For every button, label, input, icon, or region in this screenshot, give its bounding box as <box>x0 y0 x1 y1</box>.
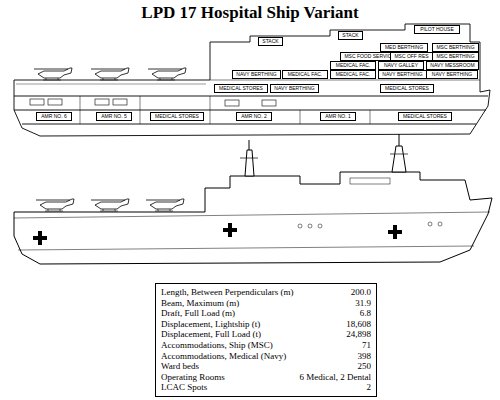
compartment-box: MSC BERTHING <box>432 52 479 61</box>
table-cell: 24,898 <box>346 329 371 340</box>
compartment-label: MSC BERTHING <box>436 44 474 50</box>
table-row: Beam, Maximum (m) 31.9 <box>161 298 371 309</box>
table-cell: 398 <box>358 351 372 362</box>
table-cell: Beam, Maximum (m) <box>161 298 239 309</box>
table-row: Displacement, Lightship (t) 18,608 <box>161 319 371 330</box>
table-cell: Length, Between Perpendiculars (m) <box>161 287 293 298</box>
compartment-label: NAVY MESSROOM <box>430 62 474 68</box>
table-row: Draft, Full Load (m) 6.8 <box>161 308 371 319</box>
table-cell: Draft, Full Load (m) <box>161 308 235 319</box>
table-cell: 2 <box>367 382 372 393</box>
compartment-label: MED BERTHING <box>385 44 423 50</box>
title: LPD 17 Hospital Ship Variant <box>0 3 500 23</box>
compartment-label: STACK <box>262 38 278 44</box>
compartment-box: MEDICAL STORES <box>398 112 452 121</box>
compartment-box: MEDICAL FAC. <box>330 70 376 79</box>
compartment-box: STACK <box>258 37 283 46</box>
table-cell: Displacement, Full Load (t) <box>161 329 261 340</box>
table-row: Length, Between Perpendiculars (m) 200.0 <box>161 287 371 298</box>
compartment-label: NAVY BERTHING <box>274 85 314 91</box>
compartment-label: MSC OFF RES <box>394 53 428 59</box>
compartment-box: AMR NO. 5 <box>96 112 132 121</box>
compartment-label: MEDICAL FAC. <box>288 71 323 77</box>
compartment-box: NAVY BERTHING <box>378 70 427 79</box>
table-row: Accommodations, Ship (MSC) 71 <box>161 340 371 351</box>
compartment-box: MEDICAL STORES <box>214 84 268 93</box>
table-row: Accommodations, Medical (Navy) 398 <box>161 351 371 362</box>
specification-table: Length, Between Perpendiculars (m)200.0B… <box>155 283 377 397</box>
table-cell: Operating Rooms <box>161 372 225 383</box>
compartment-label: AMR NO. 5 <box>101 113 127 119</box>
table-cell: 200.0 <box>351 287 371 298</box>
compartment-label: AMR NO. 1 <box>325 113 351 119</box>
compartment-label: MEDICAL STORES <box>155 113 199 119</box>
compartment-box: NAVY BERTHING <box>270 84 319 93</box>
table-cell: 71 <box>362 340 371 351</box>
compartment-label: MEDICAL STORES <box>385 85 429 91</box>
table-row: Displacement, Full Load (t) 24,898 <box>161 329 371 340</box>
compartment-label: MEDICAL STORES <box>403 113 447 119</box>
compartment-label: AMR NO. 2 <box>241 113 267 119</box>
compartment-label: AMR NO. 6 <box>41 113 67 119</box>
compartment-box: NAVY GALLEY <box>378 61 424 70</box>
compartment-box: NAVY MESSROOM <box>426 61 479 70</box>
compartment-box: MEDICAL STORES <box>150 112 204 121</box>
compartment-box: MSC BERTHING <box>432 43 479 52</box>
table-cell: 250 <box>358 361 372 372</box>
compartment-label: STACK <box>342 32 358 38</box>
compartment-box: AMR NO. 2 <box>236 112 272 121</box>
compartment-box: AMR NO. 6 <box>36 112 72 121</box>
compartment-box: PILOT HOUSE <box>414 25 460 34</box>
compartment-label: NAVY BERTHING <box>236 71 276 77</box>
compartment-box: MEDICAL STORES <box>380 84 434 93</box>
compartment-label: MEDICAL FAC. <box>336 71 371 77</box>
table-cell: 18,608 <box>346 319 371 330</box>
table-cell: Displacement, Lightship (t) <box>161 319 260 330</box>
table-row: Ward beds 250 <box>161 361 371 372</box>
table-row: LCAC Spots 2 <box>161 382 371 393</box>
compartment-box: MED BERTHING <box>380 43 428 52</box>
compartment-label: MEDICAL FAC. <box>336 62 371 68</box>
compartment-box: NAVY BERTHING <box>232 70 281 79</box>
table-cell: Accommodations, Ship (MSC) <box>161 340 273 351</box>
table-row: Operating Rooms 6 Medical, 2 Dental <box>161 372 371 383</box>
compartment-box: AMR NO. 1 <box>320 112 356 121</box>
table-cell: 31.9 <box>355 298 371 309</box>
table-cell: Ward beds <box>161 361 199 372</box>
compartment-label: PILOT HOUSE <box>420 26 454 32</box>
compartment-label: MEDICAL STORES <box>219 85 263 91</box>
table-cell: 6 Medical, 2 Dental <box>300 372 371 383</box>
compartment-label: NAVY BERTHING <box>382 71 422 77</box>
compartment-label: MSC BERTHING <box>436 53 474 59</box>
table-cell: 6.8 <box>360 308 371 319</box>
compartment-box: MEDICAL FAC. <box>330 61 376 70</box>
table-cell: Accommodations, Medical (Navy) <box>161 351 286 362</box>
table-cell: LCAC Spots <box>161 382 207 393</box>
compartment-box: NAVY BERTHING <box>426 70 478 79</box>
compartment-box: MEDICAL FAC. <box>282 70 328 79</box>
compartment-label: NAVY BERTHING <box>432 71 472 77</box>
compartment-label: MSC FOOD SERVICE <box>344 53 394 59</box>
compartment-box: STACK <box>338 31 363 40</box>
compartment-label: NAVY GALLEY <box>384 62 418 68</box>
compartment-box: MSC OFF RES <box>390 52 433 61</box>
